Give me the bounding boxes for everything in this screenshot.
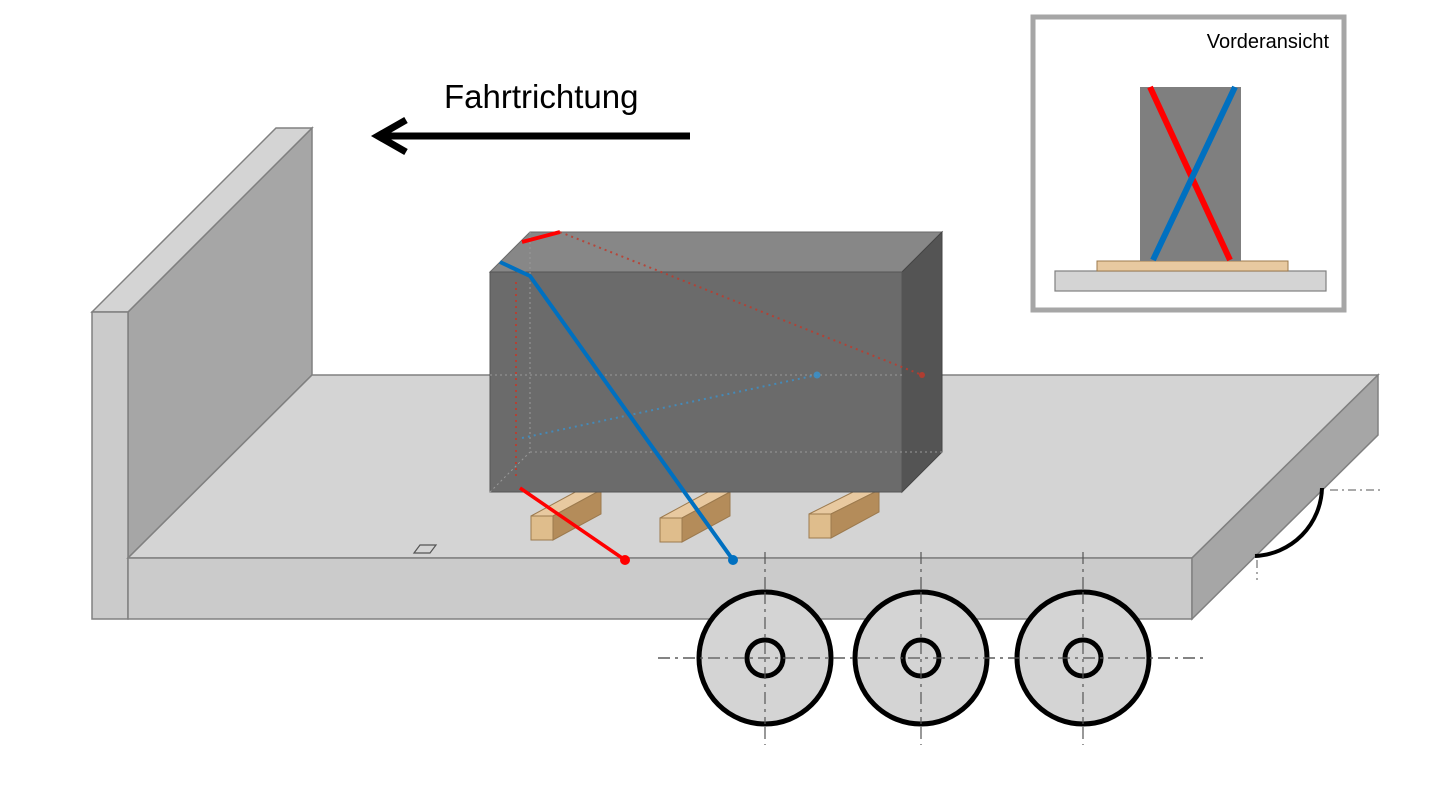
wood-beam-3 — [808, 489, 880, 539]
front-view-strap-blue — [1150, 85, 1238, 262]
headboard-front — [91, 311, 129, 620]
lashing-hidden-lines — [515, 231, 925, 480]
deck-side-face — [1191, 373, 1379, 621]
front-view-inset: Vorderansicht — [1030, 14, 1347, 313]
lashing-point-icon — [620, 555, 630, 565]
load-top-face — [488, 231, 944, 273]
front-view-strap-red — [1147, 85, 1233, 262]
lashing-point-icon — [728, 555, 738, 565]
front-view-label: Vorderansicht — [1207, 31, 1330, 53]
load-side-face — [901, 230, 943, 494]
trailer-headboard — [90, 126, 314, 620]
front-view-wood — [1096, 260, 1289, 272]
lashing-strap-blue — [499, 260, 738, 565]
lashing-strap-red — [519, 230, 630, 565]
wheel-center-lines-overlay — [658, 592, 1205, 724]
direction-label: Fahrtrichtung — [444, 78, 638, 115]
arrow-left-icon — [370, 116, 690, 156]
load-box — [488, 230, 944, 494]
deck-front-face — [127, 557, 1193, 620]
front-view-deck — [1054, 270, 1327, 292]
rear-fender — [1254, 487, 1380, 580]
load-front-face — [489, 271, 903, 493]
deck-marker — [412, 544, 438, 554]
trailer-deck — [126, 373, 1380, 621]
